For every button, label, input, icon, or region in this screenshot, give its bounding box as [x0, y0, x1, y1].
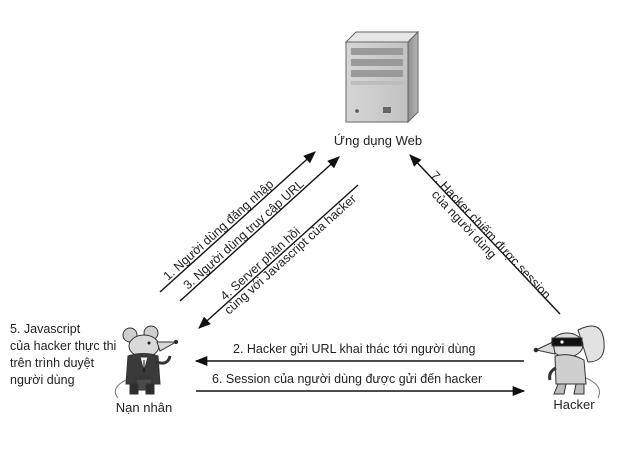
step-5-note: 5. Javascript của hacker thực thi trên t… [10, 322, 116, 387]
step-5-line: trên trình duyệt [10, 356, 95, 370]
step-5-line: người dùng [10, 373, 75, 387]
arrow-step-1 [159, 151, 316, 293]
step-6-label: 6. Session của người dùng được gửi đến h… [212, 372, 482, 386]
step-5-line: của hacker thực thi [10, 339, 116, 353]
server-label: Ứng dụng Web [334, 133, 422, 148]
masked-rat-hacker-icon [533, 325, 605, 399]
arrow-step-4 [198, 184, 359, 329]
rat-businessman-icon [114, 325, 179, 399]
arrow-step-3 [179, 156, 340, 302]
step-7-label-line1: 7. Hacker chiếm được session [428, 168, 554, 301]
server-tower-icon [344, 30, 420, 124]
step-2-label: 2. Hacker gửi URL khai thác tới người dù… [233, 342, 476, 356]
arrow-step-7 [409, 154, 561, 315]
hacker-label: Hacker [553, 397, 595, 412]
step-5-line: 5. Javascript [10, 322, 81, 336]
victim-label: Nạn nhân [116, 400, 172, 415]
